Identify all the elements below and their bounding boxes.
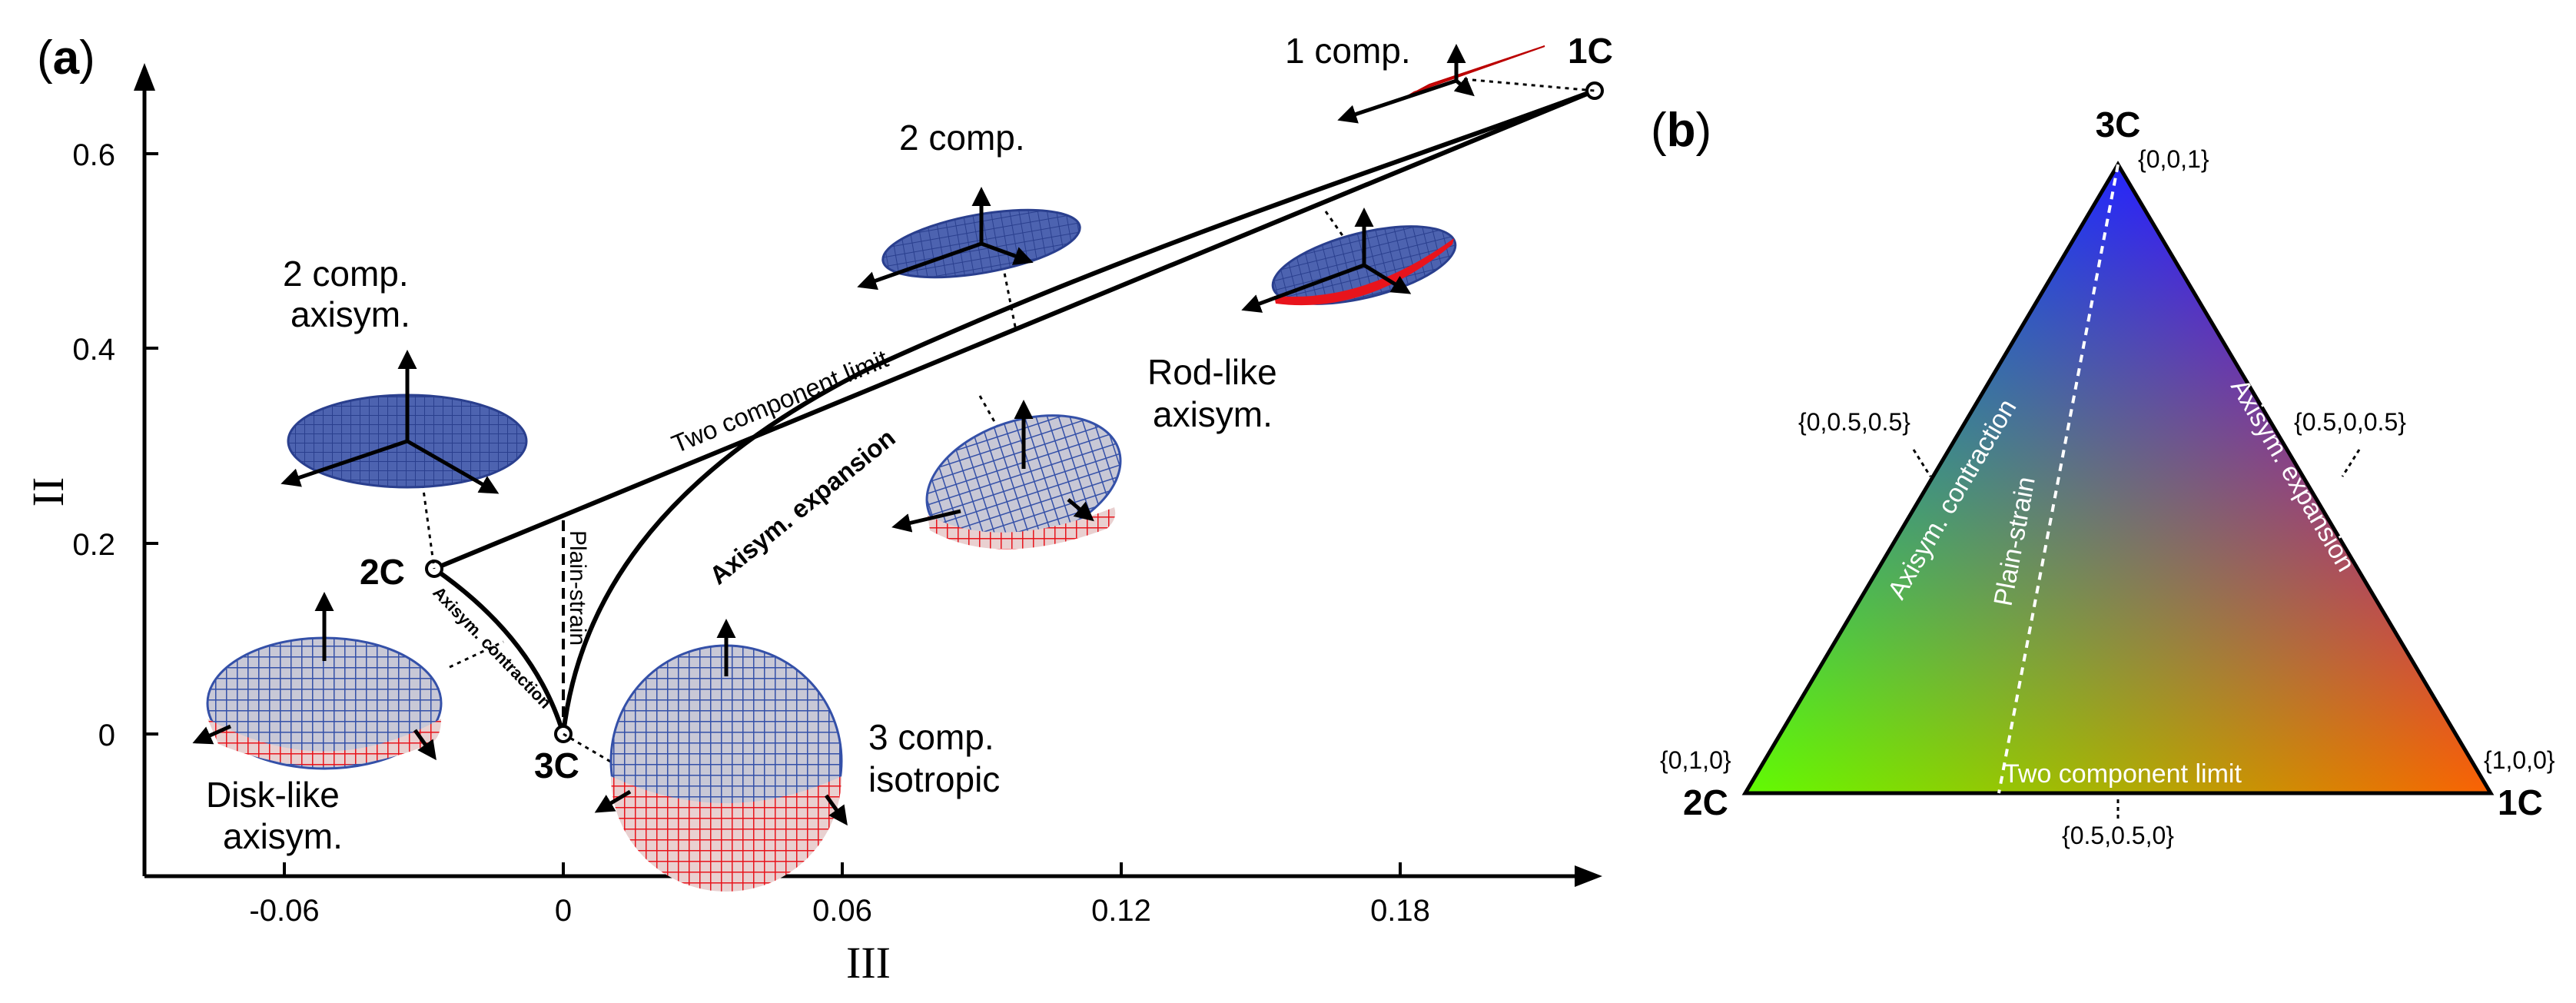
two-component-limit-label: Two component limit	[668, 344, 892, 459]
glyph-1-comp	[1337, 44, 1545, 124]
x-axis-title: III	[846, 938, 891, 988]
annotation-1-comp: 1 comp.	[1285, 31, 1411, 71]
leader-line-3comp	[563, 732, 623, 770]
leader-line-disk	[449, 640, 504, 669]
annotation-3-comp-line1: 3 comp.	[868, 717, 994, 757]
leader-line-1c	[1463, 78, 1595, 92]
svg-text:(b): (b)	[1651, 104, 1711, 157]
panel-a-label-close: )	[79, 32, 95, 85]
panel-b-vertex-2c: 2C	[1683, 782, 1728, 822]
y-tick-label: 0.6	[72, 138, 115, 172]
x-tick-label: 0.06	[812, 894, 872, 928]
glyph-2-comp	[857, 187, 1081, 291]
panel-b-vertex-1c: 1C	[2498, 782, 2543, 822]
glyph-2-comp-axisym	[281, 350, 528, 494]
coord-label-bottom-left: {0,1,0}	[1660, 746, 1731, 774]
panel-a-label-open: (	[37, 32, 53, 85]
annotation-rod-like-line2: axisym.	[1153, 394, 1273, 434]
x-tick-label: -0.06	[249, 894, 319, 928]
y-axis-title: II	[23, 477, 73, 507]
coord-label-left-mid: {0,0.5,0.5}	[1798, 408, 1910, 436]
panel-b-vertex-3c: 3C	[2096, 105, 2141, 144]
coord-leader-left	[1912, 449, 1932, 477]
vertex-1c-marker	[1585, 81, 1604, 100]
leader-line-2comp	[1001, 264, 1017, 331]
y-tick-label: 0	[98, 719, 115, 752]
glyph-3-comp-sphere	[594, 619, 848, 892]
two-component-limit-curve	[433, 88, 1596, 571]
barycentric-color-map	[1745, 164, 2491, 793]
triangle-outline	[1741, 161, 2495, 795]
panel-a-label-letter: a	[53, 32, 80, 85]
coord-label-bottom-right: {1,0,0}	[2484, 746, 2555, 774]
coord-label-top: {0,0,1}	[2138, 145, 2209, 173]
x-tick-label: 0.12	[1091, 894, 1151, 928]
coord-label-bottom-mid: {0.5,0.5,0}	[2062, 822, 2174, 849]
glyph-rod-like-small	[1241, 208, 1457, 313]
panel-b-label-close: )	[1696, 104, 1712, 157]
annotation-2-comp: 2 comp.	[899, 118, 1025, 158]
panel-b-label-open: (	[1651, 104, 1667, 157]
annotation-rod-like-line1: Rod-like	[1147, 352, 1277, 392]
annotation-disk-like-line1: Disk-like	[206, 775, 340, 815]
panel-b-label-letter: b	[1667, 104, 1696, 157]
plain-strain-dashed-line	[1997, 164, 2120, 794]
y-axis-arrowhead	[134, 63, 155, 91]
annotation-2-comp-axisym-line1: 2 comp.	[283, 254, 409, 294]
x-tick-label: 0.18	[1370, 894, 1430, 928]
coord-label-right-mid: {0.5,0,0.5}	[2294, 408, 2406, 436]
annotation-disk-like-line2: axisym.	[223, 816, 343, 856]
leader-line-rod	[1324, 211, 1350, 245]
panel-b-two-component-limit-label: Two component limit	[2003, 759, 2242, 789]
plain-strain-label: Plain-strain	[565, 530, 590, 646]
axisym-expansion-curve	[561, 88, 1596, 735]
annotation-3-comp-line2: isotropic	[868, 759, 1000, 799]
vertex-2c-label: 2C	[360, 552, 405, 592]
x-axis-arrowhead	[1575, 865, 1602, 887]
vertex-3c-label: 3C	[534, 746, 579, 785]
x-tick-label: 0	[555, 894, 572, 928]
vertex-1c-label: 1C	[1568, 31, 1613, 71]
glyph-disk-like	[192, 592, 443, 770]
axisym-contraction-curve	[433, 566, 566, 735]
annotation-2-comp-axisym-line2: axisym.	[290, 294, 410, 334]
axisym-contraction-label: Axisym. contraction	[429, 583, 555, 712]
y-tick-label: 0.2	[72, 528, 115, 562]
glyph-rod-like-ellipsoid	[891, 400, 1122, 550]
svg-text:(a): (a)	[37, 32, 95, 85]
leader-line-2comp-axisym	[421, 483, 436, 570]
y-tick-label: 0.4	[72, 333, 115, 367]
coord-leader-right	[2341, 449, 2361, 477]
axisym-expansion-label: Axisym. expansion	[704, 423, 901, 590]
